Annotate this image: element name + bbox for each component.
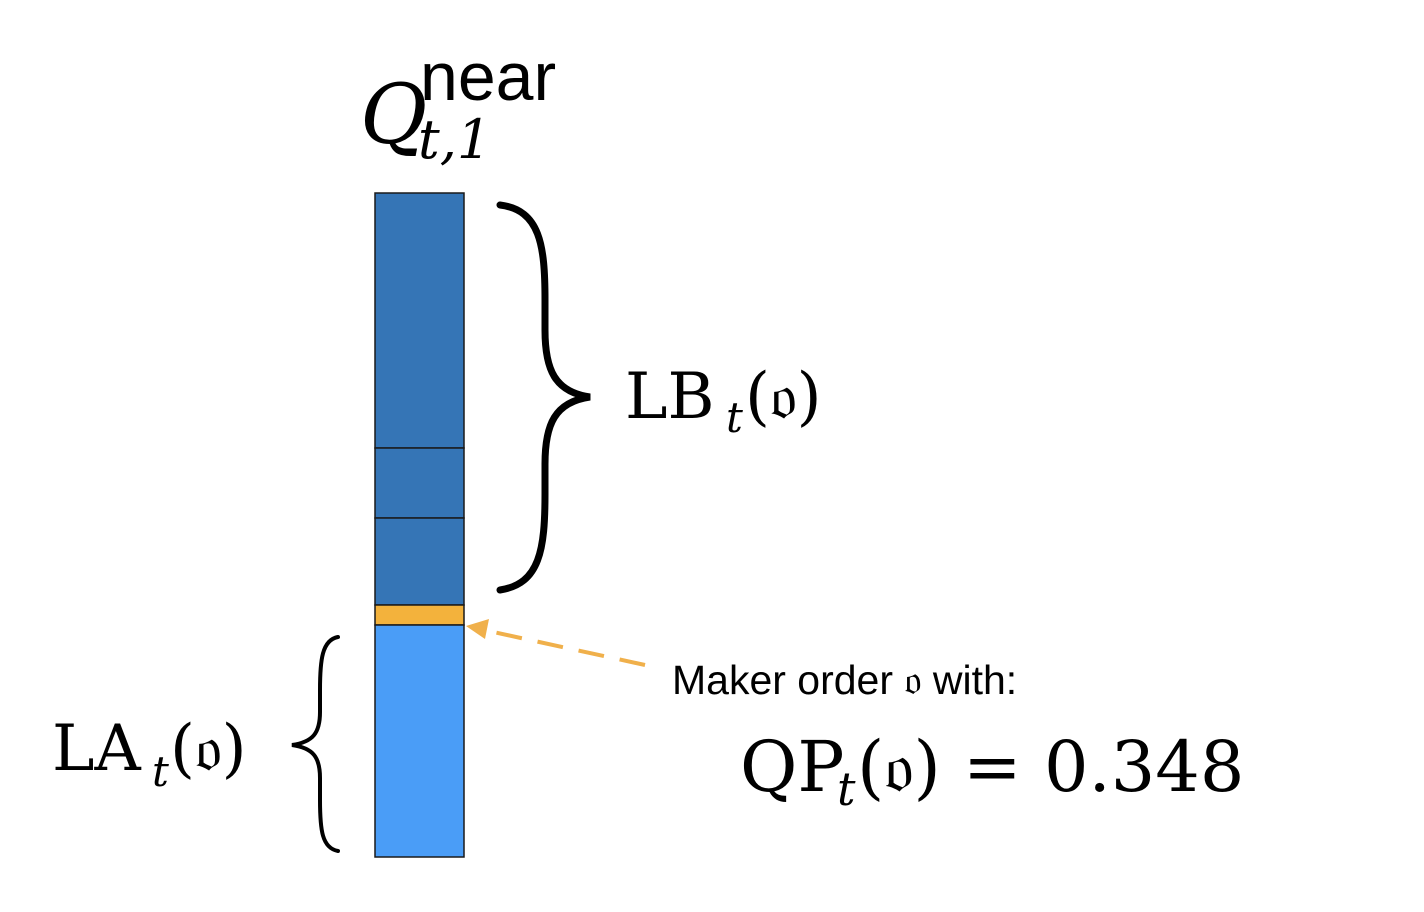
queue-segment-maker-order (374, 604, 465, 626)
qp-main: QP (740, 726, 845, 808)
queue-priority-equation: QP t (𝔬) = 0.348 (740, 726, 1244, 816)
la-label-subscript: t (152, 747, 169, 796)
lb-label-subscript: t (726, 393, 743, 442)
qp-arg-value: (𝔬) = 0.348 (857, 726, 1244, 808)
queue-column (374, 192, 465, 858)
la-brace (291, 635, 340, 853)
annotation-caption: Maker order 𝔬 with: (672, 657, 1017, 703)
qp-subscript: t (837, 762, 856, 816)
queue-segment-upper-block (374, 192, 465, 449)
la-label-arg: (𝔬) (170, 712, 247, 786)
la-label-main: LA (52, 712, 142, 786)
arrow-head (466, 619, 489, 639)
queue-label-subscript: t,1 (418, 108, 491, 171)
arrow-shaft (483, 628, 646, 667)
queue-label: Q near t,1 (360, 39, 556, 171)
queue-label-superscript: near (420, 39, 556, 115)
maker-order-annotation: Maker order 𝔬 with: QP t (𝔬) = 0.348 (672, 657, 1244, 816)
lb-brace (496, 201, 591, 594)
queue-segment-middle-block (374, 447, 465, 519)
maker-order-arrow (466, 619, 646, 667)
la-label: LA t (𝔬) (52, 712, 247, 796)
lb-label: LB t (𝔬) (625, 360, 822, 442)
queue-label-symbol: Q (360, 68, 427, 163)
lb-label-main: LB (625, 360, 715, 434)
queue-segment-ahead-block (374, 624, 465, 858)
lb-label-arg: (𝔬) (745, 360, 822, 434)
queue-segment-lower-block (374, 517, 465, 606)
